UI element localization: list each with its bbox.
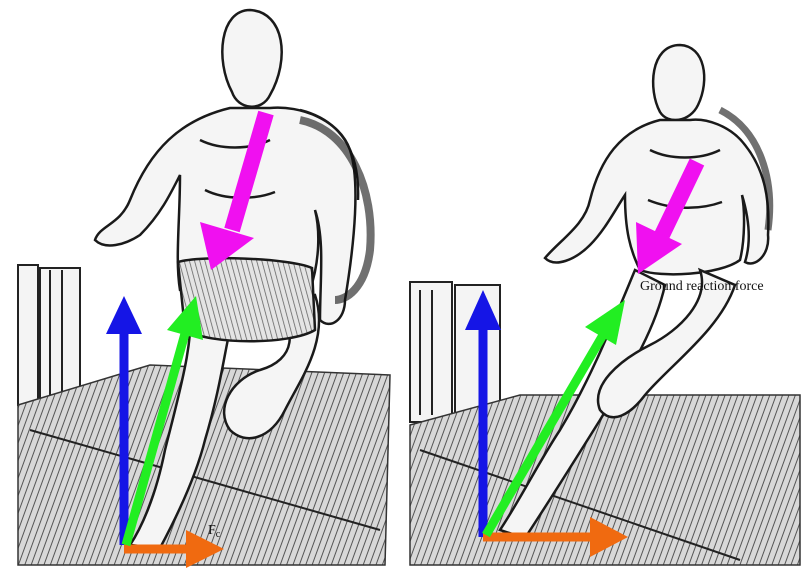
right-panel: Ground reaction force: [410, 45, 800, 565]
left-fence: [18, 265, 80, 405]
left-panel: Fc: [18, 10, 390, 568]
ground-reaction-force-label: Ground reaction force: [640, 279, 764, 294]
